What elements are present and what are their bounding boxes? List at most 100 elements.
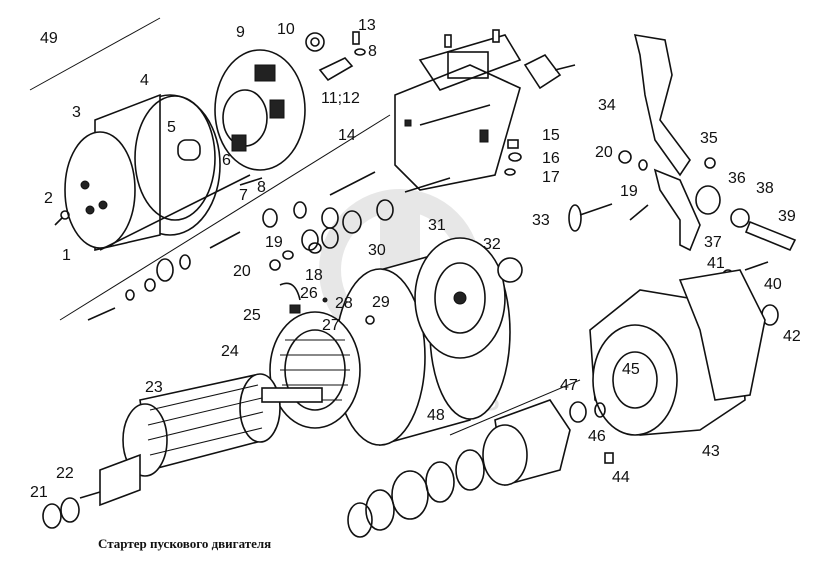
callout-43: 43 [702, 443, 720, 460]
gear-38 [730, 208, 750, 228]
screw-40 [744, 261, 769, 271]
nut-20-lower [269, 259, 281, 271]
callout-31: 31 [428, 217, 446, 234]
callout-20-lower: 20 [233, 263, 251, 280]
spring-36 [695, 185, 721, 215]
ring-47 [569, 401, 587, 423]
washer-17 [504, 168, 516, 176]
washer-7 [239, 177, 263, 186]
washer-19-lower [282, 250, 294, 260]
callout-37: 37 [704, 234, 722, 251]
callout-18: 18 [305, 267, 323, 284]
callout-33: 33 [532, 212, 550, 229]
washer-16 [508, 152, 522, 162]
clip-27 [289, 304, 301, 314]
brush-holder [214, 49, 306, 171]
callout-45: 45 [622, 361, 640, 378]
callout-15: 15 [542, 127, 560, 144]
callout-7: 7 [239, 187, 248, 204]
drive-lever [629, 34, 701, 252]
box-screw-left [444, 34, 452, 48]
terminal-plate [523, 53, 562, 90]
field-winding [269, 311, 361, 429]
callout-11-12: 11;12 [321, 90, 360, 107]
callout-46: 46 [588, 428, 606, 445]
callout-19-upper: 19 [620, 183, 638, 200]
armature [79, 373, 323, 507]
nut-20-upper [618, 150, 632, 164]
screw-13 [352, 31, 360, 45]
ring-29 [365, 315, 375, 325]
callout-14: 14 [338, 127, 356, 144]
callout-36: 36 [728, 170, 746, 187]
callout-2: 2 [44, 190, 53, 207]
callout-10: 10 [277, 21, 295, 38]
pin-39 [744, 220, 797, 252]
callout-8-lower: 8 [257, 179, 266, 196]
callout-20-upper: 20 [595, 144, 613, 161]
callout-39: 39 [778, 208, 796, 225]
bushing [497, 257, 523, 283]
washer-18 [308, 242, 322, 254]
callout-35: 35 [700, 130, 718, 147]
callout-22: 22 [56, 465, 74, 482]
callout-8-upper: 8 [368, 43, 377, 60]
callout-26: 26 [300, 285, 318, 302]
washer-22 [60, 497, 80, 523]
leader-49 [29, 17, 161, 91]
callout-17: 17 [542, 169, 560, 186]
drive-housing [589, 269, 766, 436]
callout-1: 1 [62, 247, 71, 264]
washer-21 [42, 503, 62, 529]
callout-13: 13 [358, 17, 376, 34]
callout-42: 42 [783, 328, 801, 345]
brush-spring [305, 32, 325, 52]
callout-5: 5 [167, 119, 176, 136]
callout-48: 48 [427, 407, 445, 424]
end-plate [414, 237, 506, 359]
pin-28 [322, 297, 328, 303]
washer-19-upper [638, 159, 648, 171]
callout-4: 4 [140, 72, 149, 89]
terminal-stud [404, 177, 451, 193]
brush-11-12 [318, 57, 354, 82]
callout-28: 28 [335, 295, 353, 312]
callout-9: 9 [236, 24, 245, 41]
terminal-bolt [554, 64, 576, 71]
callout-47: 47 [560, 377, 578, 394]
bolt-head-33 [568, 204, 582, 232]
callout-40: 40 [764, 276, 782, 293]
bolt-shaft-33 [579, 203, 613, 216]
bolt-1 [54, 217, 63, 226]
callout-labels: 49 3 4 9 10 13 8 11;12 5 6 7 8 2 1 14 15… [30, 17, 801, 501]
callout-24: 24 [221, 343, 239, 360]
callout-44: 44 [612, 469, 630, 486]
diagram-caption: Стартер пускового двигателя [98, 536, 271, 551]
callout-41: 41 [707, 255, 725, 272]
callout-49: 49 [40, 30, 58, 47]
callout-23: 23 [145, 379, 163, 396]
rear-cover [64, 93, 251, 252]
nut-35 [704, 157, 716, 169]
callout-27: 27 [322, 317, 340, 334]
assembly-axis-upper [59, 114, 391, 321]
callout-32: 32 [483, 236, 501, 253]
bendix-drive [347, 399, 571, 538]
screw-2 [60, 210, 70, 220]
washer-8 [354, 48, 366, 56]
assembly-axis-lower [449, 379, 581, 436]
callout-34: 34 [598, 97, 616, 114]
callout-38: 38 [756, 180, 774, 197]
callout-29: 29 [372, 294, 390, 311]
screw-15 [507, 139, 519, 149]
ring-46 [594, 402, 606, 418]
rod-14 [329, 171, 376, 196]
callout-19-lower: 19 [265, 234, 283, 251]
callout-16: 16 [542, 150, 560, 167]
gasket-ring [134, 95, 216, 221]
callout-21: 21 [30, 484, 48, 501]
callout-6: 6 [222, 152, 231, 169]
spring-26 [279, 282, 301, 301]
callout-3: 3 [72, 104, 81, 121]
